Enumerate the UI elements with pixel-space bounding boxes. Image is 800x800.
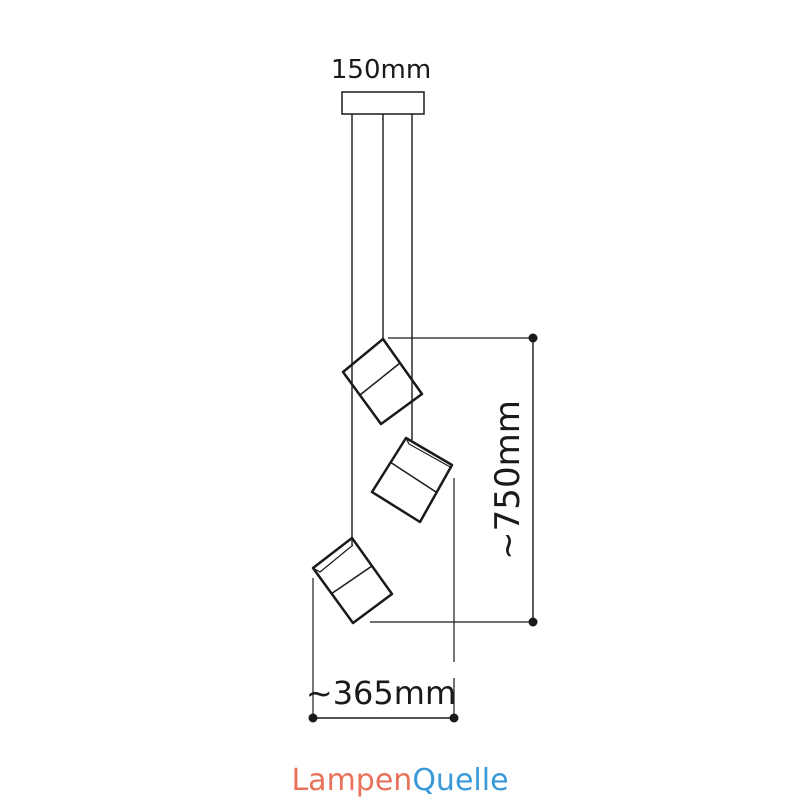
brand-logo-part1: Lampen — [291, 763, 412, 798]
cube-shade-bottom — [311, 536, 394, 625]
brand-logo-part2: Quelle — [412, 763, 508, 798]
canopy-width-label: 150mm — [331, 55, 431, 85]
dimension-dot — [449, 713, 459, 723]
spread-width-dimension — [308, 478, 459, 723]
drop-height-dimension — [370, 333, 538, 627]
dimension-dot — [528, 617, 538, 627]
dimension-dot — [308, 713, 318, 723]
spread-width-label: ~365mm — [306, 674, 456, 712]
brand-logo: LampenQuelle — [291, 763, 508, 798]
cube-shade-middle — [370, 436, 454, 524]
dimension-dot — [528, 333, 538, 343]
ceiling-canopy — [341, 91, 425, 115]
drop-height-label: ~750mm — [488, 400, 528, 560]
cube-shade-top — [341, 337, 424, 426]
